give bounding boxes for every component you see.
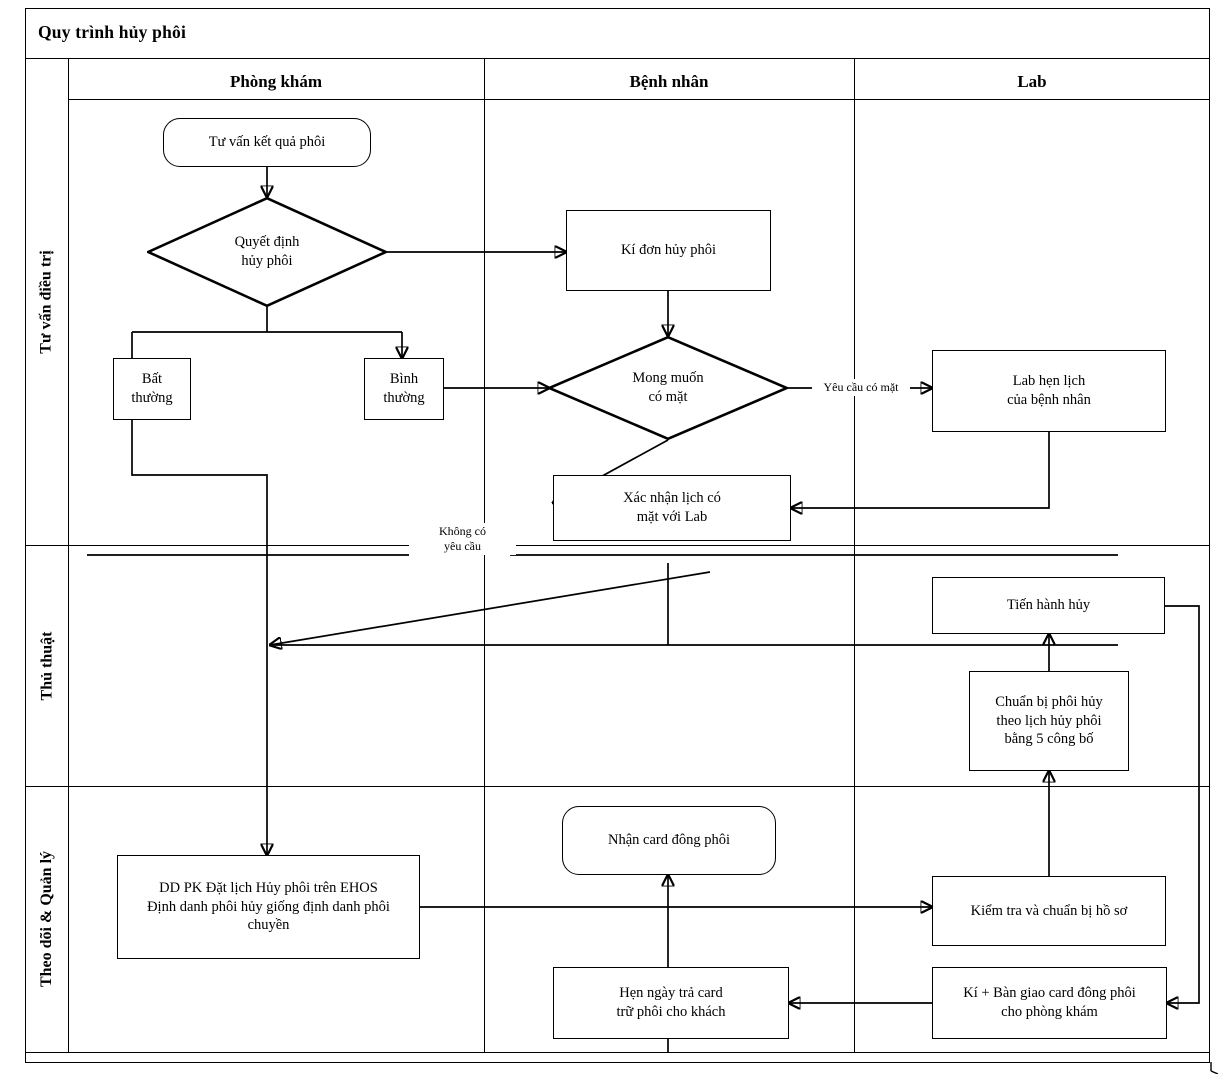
node-label-text: Mong muốn có mặt — [632, 370, 704, 405]
column-header-label: Bệnh nhân — [629, 72, 709, 91]
grid-line-header-bottom — [68, 99, 1210, 100]
node-tien-hanh-huy[interactable]: Tiến hành hủy — [932, 577, 1165, 634]
node-label: Nhận card đông phôi — [607, 832, 730, 849]
node-label: Hẹn ngày trả card trữ phôi cho khách — [616, 985, 726, 1020]
diamond-shape — [548, 336, 788, 440]
node-nhan-card-dong-phoi[interactable]: Nhận card đông phôi — [562, 806, 776, 875]
node-kiem-tra-chuan-bi-ho-so[interactable]: Kiểm tra và chuẩn bị hồ sơ — [932, 876, 1166, 946]
node-label: Bình thường — [383, 371, 425, 406]
grid-line-lane-1-2 — [25, 545, 1210, 546]
node-dd-pk-dat-lich[interactable]: DD PK Đặt lịch Hủy phôi trên EHOS Định d… — [117, 855, 420, 959]
grid-line-lane-2-3 — [25, 786, 1210, 787]
page-title: Quy trình hủy phôi — [38, 22, 187, 42]
node-label: Mong muốn có mặt — [548, 336, 788, 440]
lane-label-text: Tư vấn điều trị — [38, 249, 56, 354]
edge-label-yeu-cau-co-mat: Yêu cầu có mặt — [812, 379, 910, 396]
column-header-phong-kham: Phòng khám — [68, 66, 484, 98]
grid-line-col-2-3 — [854, 58, 855, 1053]
node-hen-ngay-tra-card[interactable]: Hẹn ngày trả card trữ phôi cho khách — [553, 967, 789, 1039]
grid-line-header-top — [25, 58, 1210, 59]
lane-label-text: Theo dõi & Quản lý — [38, 850, 55, 988]
node-ki-don-huy-phoi[interactable]: Kí đơn hủy phôi — [566, 210, 771, 291]
node-quyet-dinh-huy-phoi[interactable]: Quyết định hủy phôi — [147, 197, 387, 307]
edge-label-text: Không có yêu cầu — [439, 524, 486, 553]
node-bat-thuong[interactable]: Bất thường — [113, 358, 191, 420]
node-lab-hen-lich[interactable]: Lab hẹn lịch của bệnh nhân — [932, 350, 1166, 432]
lane-label-tu-van-dieu-tri: Tư vấn điều trị — [25, 58, 69, 545]
grid-line-bottom — [25, 1052, 1210, 1053]
node-label: Tư vấn kết quả phôi — [208, 134, 326, 151]
node-mong-muon-co-mat[interactable]: Mong muốn có mặt — [548, 336, 788, 440]
node-tu-van-ket-qua-phoi[interactable]: Tư vấn kết quả phôi — [163, 118, 371, 167]
node-label: Xác nhận lịch có mặt với Lab — [623, 490, 721, 525]
column-header-lab: Lab — [854, 66, 1210, 98]
node-label: Chuẩn bị phôi hủy theo lịch hủy phôi bằn… — [995, 694, 1103, 748]
node-label: Bất thường — [131, 371, 173, 406]
diamond-shape — [147, 197, 387, 307]
column-header-label: Lab — [1017, 72, 1047, 91]
node-label: Tiến hành hủy — [1006, 597, 1091, 614]
edge-label-khong-co-yeu-cau: Không có yêu cầu — [409, 523, 516, 555]
node-label: Lab hẹn lịch của bệnh nhân — [1007, 373, 1091, 408]
node-label: Kiểm tra và chuẩn bị hồ sơ — [970, 902, 1128, 919]
node-xac-nhan-lich[interactable]: Xác nhận lịch có mặt với Lab — [553, 475, 791, 541]
edge-label-text: Yêu cầu có mặt — [823, 380, 899, 394]
node-label: Kí + Bàn giao card đông phôi cho phòng k… — [963, 985, 1136, 1020]
lane-label-theo-doi-quan-ly: Theo dõi & Quản lý — [25, 786, 69, 1052]
node-ki-ban-giao-card[interactable]: Kí + Bàn giao card đông phôi cho phòng k… — [932, 967, 1167, 1039]
node-label: Quyết định hủy phôi — [147, 197, 387, 307]
diagram-frame — [25, 8, 1210, 1063]
node-chuan-bi-phoi-huy[interactable]: Chuẩn bị phôi hủy theo lịch hủy phôi bằn… — [969, 671, 1129, 771]
column-header-label: Phòng khám — [229, 72, 323, 91]
column-header-benh-nhan: Bệnh nhân — [484, 66, 854, 98]
grid-line-lane-label — [68, 58, 69, 1053]
lane-label-text: Thủ thuật — [38, 631, 56, 700]
node-label-text: Quyết định hủy phôi — [234, 234, 300, 269]
node-label: DD PK Đặt lịch Hủy phôi trên EHOS Định d… — [147, 880, 390, 934]
grid-line-col-1-2 — [484, 58, 485, 1053]
lane-label-thu-thuat: Thủ thuật — [25, 545, 69, 786]
node-label: Kí đơn hủy phôi — [620, 242, 717, 259]
node-binh-thuong[interactable]: Bình thường — [364, 358, 444, 420]
corner-tick-mark — [1210, 1062, 1219, 1074]
